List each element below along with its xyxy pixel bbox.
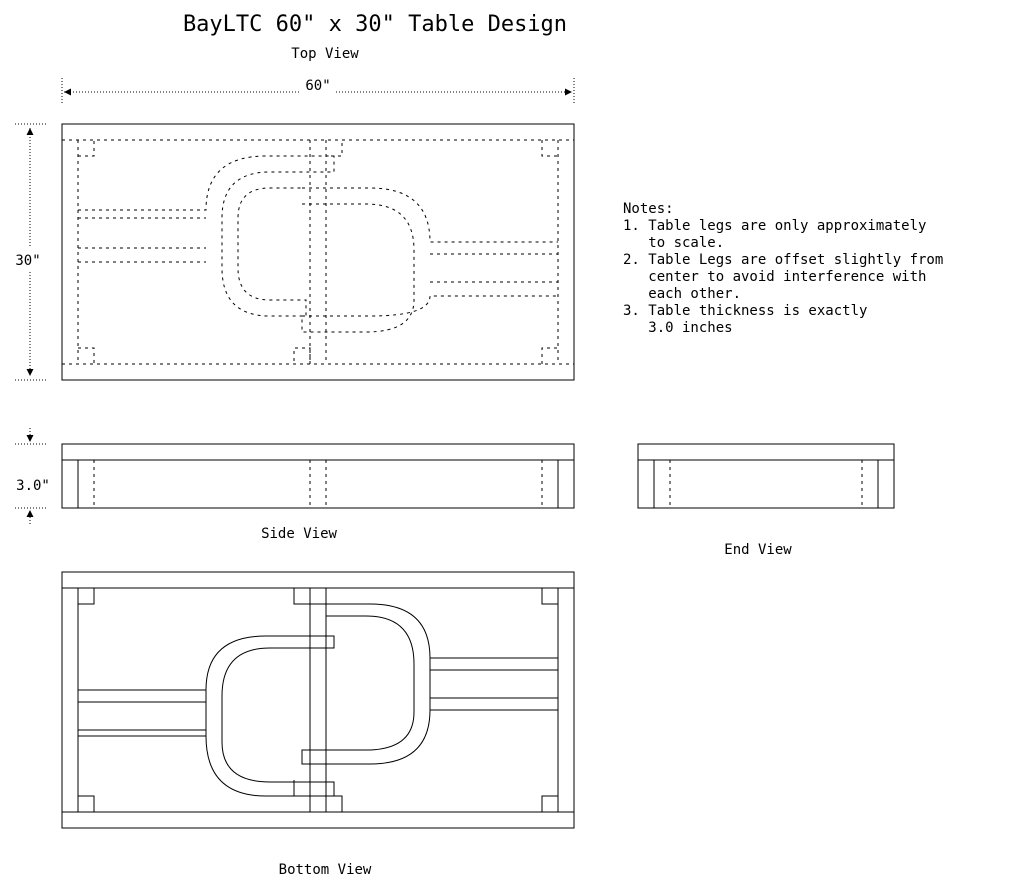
note-line: 1. Table legs are only approximately <box>623 218 926 234</box>
bottom-view <box>61 571 575 829</box>
notes-heading: Notes: <box>623 201 674 217</box>
width-label: 60" <box>305 78 330 94</box>
note-line: 2. Table Legs are offset slightly from <box>623 252 943 268</box>
tabletop-outline <box>61 123 575 381</box>
end-view <box>637 443 895 509</box>
notes-block: Notes: 1. Table legs are only approximat… <box>623 201 943 336</box>
thickness-label: 3.0" <box>16 478 50 494</box>
bottom-view-label: Bottom View <box>279 862 372 878</box>
top-view <box>61 123 575 381</box>
depth-label: 30" <box>15 253 40 269</box>
width-dimension: 60" <box>61 78 575 104</box>
note-line: center to avoid interference with <box>623 269 926 285</box>
note-line: 3.0 inches <box>623 320 733 336</box>
end-view-label: End View <box>724 542 792 558</box>
depth-dimension: 30" <box>15 123 46 381</box>
thickness-dimension: 3.0" <box>15 428 50 524</box>
drawing-title: BayLTC 60" x 30" Table Design <box>183 12 567 37</box>
top-view-label: Top View <box>291 46 359 62</box>
note-line: to scale. <box>623 235 724 251</box>
side-view <box>61 443 575 509</box>
note-line: 3. Table thickness is exactly <box>623 303 867 319</box>
note-line: each other. <box>623 286 741 302</box>
side-view-label: Side View <box>261 526 337 542</box>
